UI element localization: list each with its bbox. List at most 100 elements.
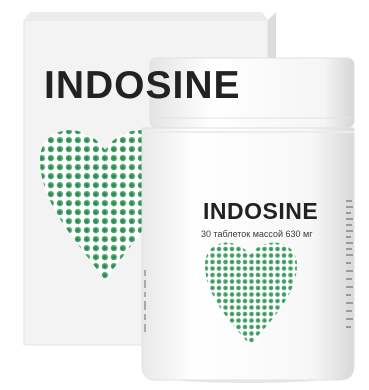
heart-dot [128,217,136,225]
heart-dot [288,253,293,258]
heart-dot [56,154,64,162]
heart-dot [101,217,109,225]
heart-dot [205,272,209,278]
jar-brand-name: INDOSINE [203,198,319,224]
heart-dot [236,311,241,317]
heart-dot [281,253,287,258]
jar-subtitle: 30 таблеток массой 630 мг [201,229,313,239]
heart-dot [236,259,241,265]
heart-dot [236,305,241,310]
heart-dot [119,145,127,153]
heart-dot [74,163,82,171]
heart-dot [101,244,109,252]
heart-dot [210,253,215,258]
heart-dot [255,279,261,284]
heart-dot [92,208,100,216]
heart-dot [74,235,82,243]
heart-dot [242,279,248,284]
heart-dot [65,190,73,198]
heart-dot [229,242,235,245]
heart-dot [92,244,100,252]
heart-dot [83,217,91,225]
heart-dot [262,285,267,291]
heart-dot [216,285,222,291]
heart-dot [288,266,293,271]
heart-dot [65,208,73,216]
heart-dot [255,266,261,271]
heart-dot [119,163,127,171]
heart-dot [262,292,267,297]
heart-dot [281,246,287,252]
heart-dot [262,279,267,284]
heart-dot [281,272,287,278]
heart-dot [236,246,241,252]
heart-dot [47,145,55,153]
heart-dot [92,181,100,189]
heart-dot [83,235,91,243]
jar-side-print [346,200,353,328]
heart-dot [216,246,222,252]
heart-dot [216,292,222,297]
heart-dot [119,199,127,207]
heart-dot [236,324,241,330]
heart-dot [262,311,267,317]
heart-dot [74,226,82,234]
heart-dot [223,259,228,265]
heart-dot [275,305,280,310]
heart-dot [56,208,64,216]
heart-dot [249,266,254,271]
heart-dot [294,266,297,271]
heart-dot [83,163,91,171]
heart-dot [74,145,82,153]
heart-dot [223,292,228,297]
heart-dot [83,154,91,162]
heart-dot [229,305,235,310]
heart-dot [83,181,91,189]
heart-dot [56,136,64,144]
heart-dot [223,253,228,258]
heart-dot [242,318,248,323]
heart-dot [92,253,100,261]
heart-dot [249,311,254,317]
heart-dot [119,190,127,198]
heart-dot [223,242,228,245]
heart-dot [249,337,254,343]
heart-dot [242,259,248,265]
heart-dot [92,154,100,162]
heart-dot [56,163,64,171]
heart-dot [249,324,254,330]
heart-dot [47,181,55,189]
heart-dot [110,154,118,162]
heart-dot [223,272,228,278]
heart-dot [275,259,280,265]
heart-dot [268,259,274,265]
heart-dot [128,136,136,144]
heart-dot [268,311,274,317]
heart-dot [229,318,235,323]
heart-dot [236,298,241,304]
heart-dot [101,154,109,162]
heart-dot [65,154,73,162]
heart-dot [128,235,136,243]
heart-dot [47,154,55,162]
heart-dot [262,253,267,258]
heart-dot [128,163,136,171]
heart-dot [242,331,248,336]
heart-dot [223,285,228,291]
heart-dot [110,181,118,189]
heart-dot [236,318,241,323]
heart-dot [65,163,73,171]
heart-dot [262,305,267,310]
heart-dot [56,145,64,153]
heart-dot [216,279,222,284]
heart-dot [216,266,222,271]
heart-dot [268,272,274,278]
heart-dot [229,292,235,297]
heart-dot [249,331,254,336]
heart-dot [242,324,248,330]
heart-dot [262,272,267,278]
heart-dot [249,259,254,265]
heart-dot [242,272,248,278]
heart-dot [255,285,261,291]
